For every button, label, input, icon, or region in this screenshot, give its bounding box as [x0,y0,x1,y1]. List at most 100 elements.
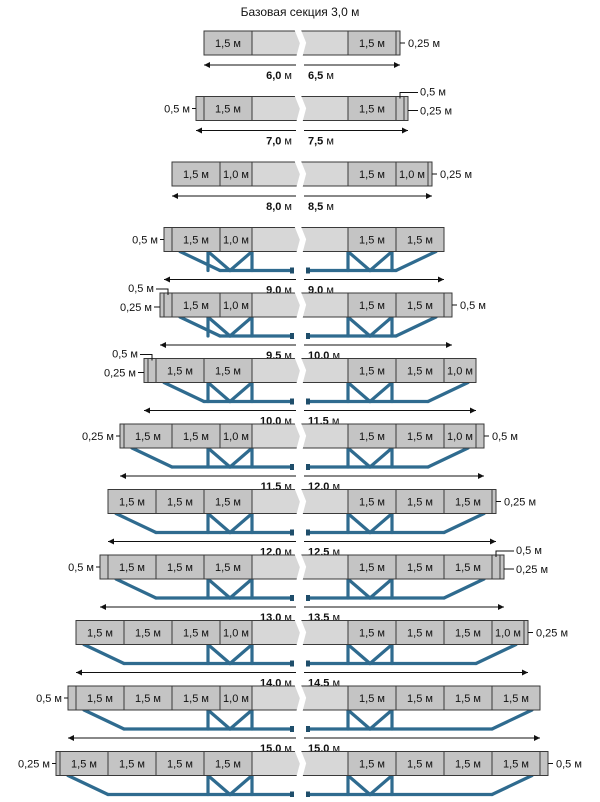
module-label: 1,0 м [447,366,473,378]
module-block [347,620,397,645]
truss-joint [290,398,294,405]
truss-frame [178,249,438,274]
module-label: 1,5 м [135,693,161,705]
truss-diagonal [228,642,254,666]
truss-diagonal [368,511,394,535]
truss-diagonal [228,380,254,404]
truss-diagonal [368,380,394,404]
module-block [171,620,221,645]
truss-frame [114,577,486,601]
extension-label: 0,5 м [516,545,542,557]
break-mark [294,26,307,59]
module-block [395,489,445,514]
module-label: 1,5 м [135,628,161,640]
extension-label: 0,25 м [536,628,568,640]
truss-diagonal [206,315,232,338]
module-label: 1,5 м [167,759,193,771]
module-block [347,96,397,121]
truss-frame [82,708,534,732]
dimension-break [296,62,304,68]
extension-strip [55,751,61,776]
module-label: 1,5 м [71,759,97,771]
module-block [347,489,397,514]
dimension-arrow [204,62,210,68]
dimension-label-max: 7,5 м [308,136,334,148]
extension-label: 0,5 м [128,283,154,295]
extension-strip [195,96,205,121]
truss-diagonal [178,249,222,273]
dimension-arrow [144,407,150,414]
module-block [347,358,397,383]
truss-frame [82,642,518,667]
dimension-arrow [478,473,484,479]
extension-strip [99,554,109,580]
truss-joint [306,267,310,274]
dimension-arrow [534,735,540,741]
truss-diagonal [346,577,372,600]
truss-joint [306,660,310,667]
module-label: 1,5 м [407,300,433,312]
break-mark [294,419,307,452]
module-label: 1,5 м [455,693,481,705]
truss-frame [66,773,534,798]
module-block [75,685,125,711]
module-block [59,751,109,776]
module-block [219,227,253,252]
module-label: 1,5 м [503,759,529,771]
extension-label: 0,5 м [492,431,518,443]
dimension-break [296,407,304,414]
module-label: 1,5 м [215,366,241,378]
module-label: 1,5 м [407,497,433,509]
module-label: 1,5 м [183,693,209,705]
module-label: 1,5 м [359,628,385,640]
module-label: 1,5 м [455,497,481,509]
module-block [395,227,445,252]
module-label: 1,0 м [223,169,249,181]
dimension-label-max: 6,5 м [308,70,334,82]
truss-diagonal [442,577,486,600]
truss-diagonal [346,708,372,731]
dimension-break [296,735,304,741]
truss-diagonal [206,511,232,535]
module-block [219,292,253,318]
truss-joint [306,464,310,470]
extension-label: 0,25 м [82,431,114,443]
truss-joint [290,333,294,339]
leader-line [399,92,418,99]
module-label: 1,0 м [223,431,249,443]
module-label: 1,5 м [215,497,241,509]
truss-diagonal [228,708,254,731]
dimension-arrow [76,669,82,676]
dimension-break [296,669,304,676]
truss-diagonal [442,511,486,535]
module-block [171,161,221,187]
module-block [107,489,157,514]
extension-strip [163,227,173,252]
module-label: 1,5 м [167,562,193,574]
dimension-arrow [172,193,178,199]
module-label: 1,5 м [455,628,481,640]
extension-strip [163,292,173,318]
truss-diagonal [206,773,232,797]
extension-strip [443,292,453,318]
dimension-arrow [120,473,126,479]
truss-joint [290,529,294,536]
dimension-break [296,276,304,283]
module-block [155,751,205,776]
module-label: 1,0 м [223,235,249,247]
module-label: 1,5 м [359,562,385,574]
module-label: 1,5 м [455,562,481,574]
extension-strip [499,554,505,580]
extension-label: 0,25 м [516,564,548,576]
module-label: 1,5 м [359,431,385,443]
leader-line [495,550,514,557]
module-block [443,423,477,449]
dimension-break [296,127,304,134]
extension-strip [395,96,405,121]
truss-diagonal [66,773,110,797]
